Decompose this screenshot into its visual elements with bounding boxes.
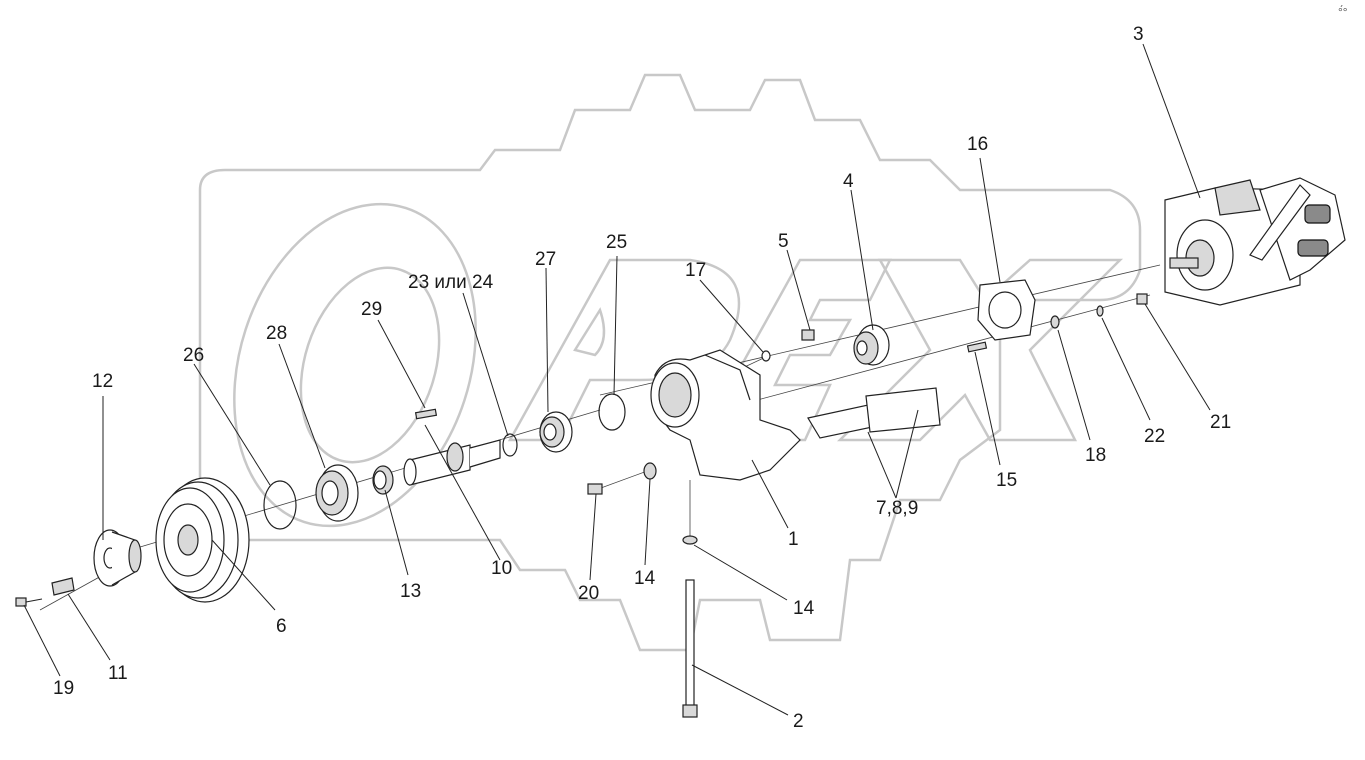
callout-2: 2 [793,711,804,732]
part-10-shaft [403,439,501,486]
corner-mark: °́° [1338,4,1348,19]
callout-29: 29 [361,299,382,320]
callout-11: 11 [108,663,128,684]
part-11-plate [51,577,75,596]
callout-27: 27 [535,249,556,270]
leader-lines [23,43,1211,716]
callout-17: 17 [685,260,706,281]
callout-19: 19 [53,678,74,699]
part-17-o-ring [761,350,771,362]
callout-22: 22 [1144,426,1165,447]
callout-25: 25 [606,232,627,253]
callout-26: 26 [183,345,204,366]
part-19-bolt [15,597,43,607]
callout-18: 18 [1085,445,1106,466]
part-3-pump [1164,177,1346,306]
part-29-key [414,408,438,420]
part-22-washer [1096,305,1104,317]
part-28-bearing [315,464,359,522]
callout-10: 10 [491,558,512,579]
part-7-8-9-shims [807,387,941,439]
callout-3: 3 [1133,24,1144,45]
part-12-flange [93,529,142,587]
part-21-nut [1136,293,1148,305]
callout-1: 1 [788,529,799,550]
part-2-long-bolt [682,579,698,718]
callout-labels: 1 2 3 4 5 6 7,8,9 10 11 12 13 14 14 15 1… [53,24,1231,732]
callout-15: 15 [996,470,1017,491]
callout-4: 4 [843,171,854,192]
part-27-bearing [539,411,573,453]
watermark-gear [198,73,1142,652]
part-14-washer-upper [643,462,657,480]
part-26-snap-ring [263,480,297,530]
callout-28: 28 [266,323,287,344]
callout-6: 6 [276,616,287,637]
part-25-circlip [598,393,626,431]
callout-14-lower: 14 [793,598,815,619]
part-16-gasket [977,279,1036,341]
part-13-spacer [372,465,394,495]
callout-7-8-9: 7,8,9 [876,498,918,519]
part-1-housing [650,349,801,481]
part-6-pulley [155,477,250,603]
callout-16: 16 [967,134,988,155]
part-4-bearing [853,324,890,366]
callout-12: 12 [92,371,113,392]
part-5-fitting [801,329,815,341]
callout-21: 21 [1210,412,1231,433]
callout-5: 5 [778,231,789,252]
part-14-washer-lower [682,535,698,545]
part-18-washer [1050,315,1060,329]
callout-20: 20 [578,583,599,604]
part-23-24-ring [502,433,518,457]
callout-14-upper: 14 [634,568,656,589]
callout-23-or-24: 23 или 24 [408,272,494,293]
callout-13: 13 [400,581,421,602]
part-15-stud [966,341,988,353]
part-20-bolt [587,483,603,495]
